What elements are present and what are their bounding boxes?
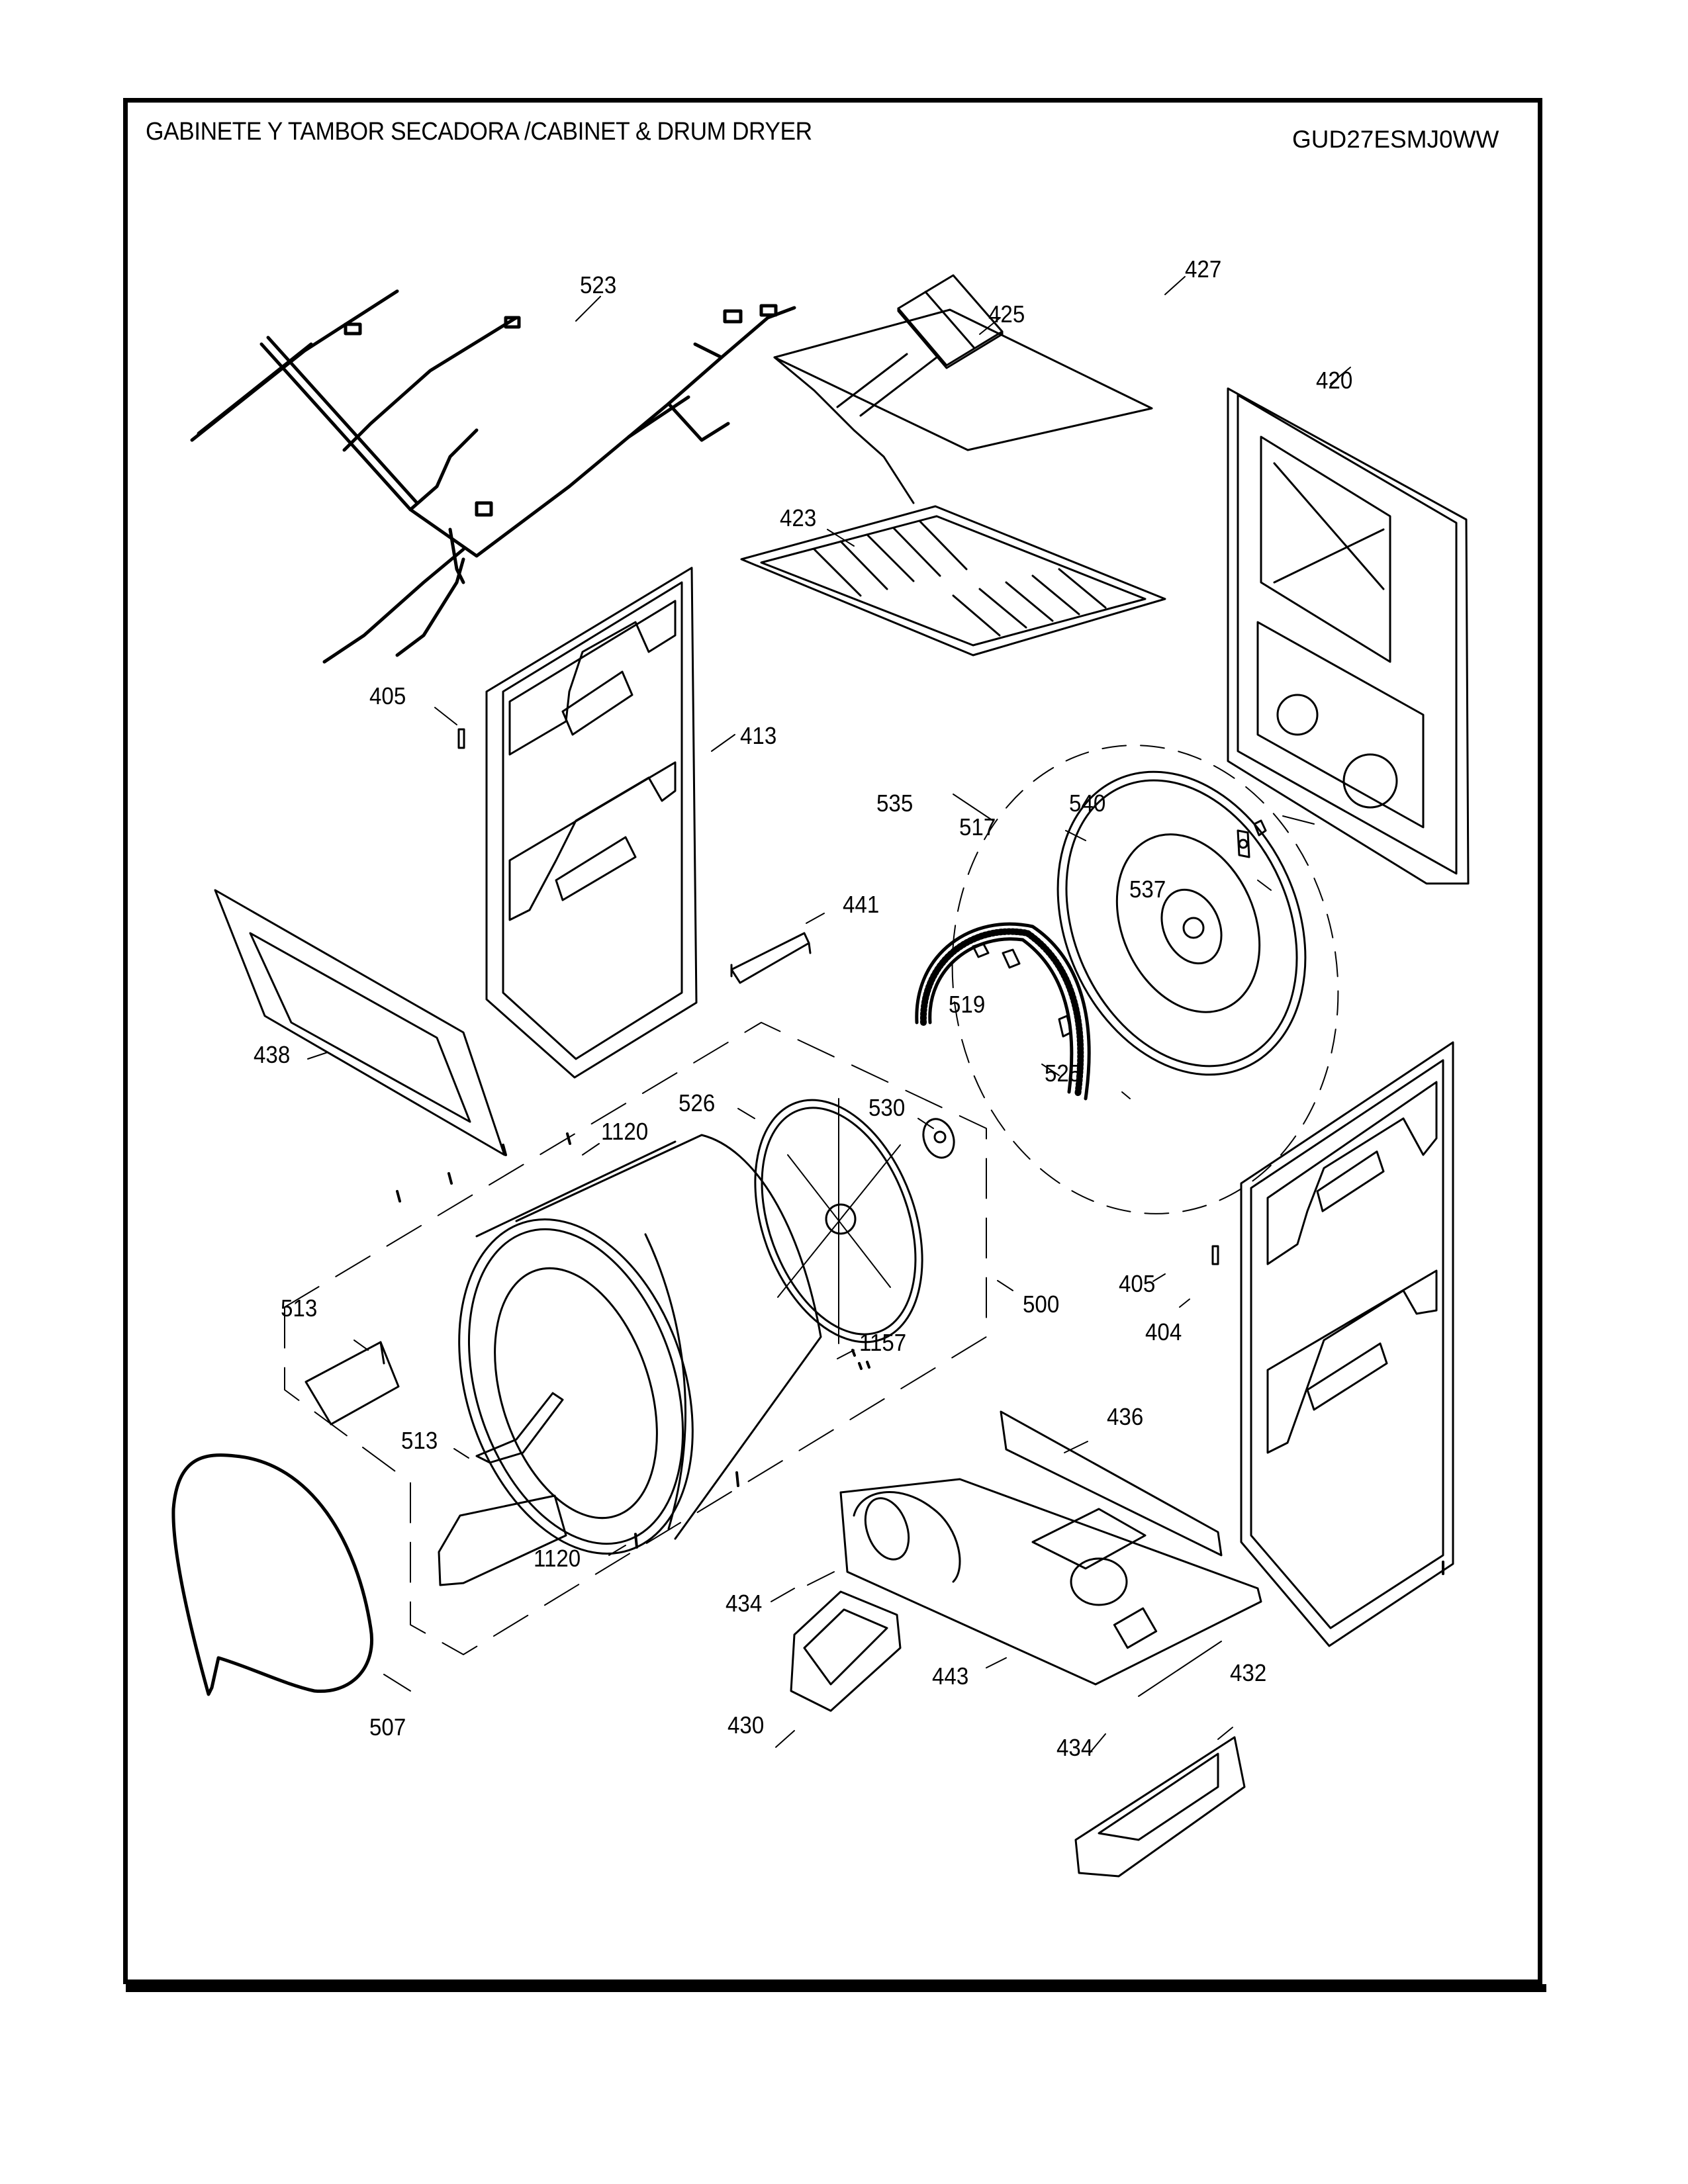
callout-537: 537 bbox=[1129, 876, 1166, 903]
callout-438: 438 bbox=[254, 1041, 291, 1068]
diagram-frame bbox=[123, 98, 1542, 1984]
callout-423: 423 bbox=[780, 504, 817, 531]
control-panel-base-drawing bbox=[214, 889, 506, 1156]
pad-drawing bbox=[897, 274, 1004, 369]
callout-427: 427 bbox=[1185, 255, 1222, 283]
callout-1120-top: 1120 bbox=[601, 1118, 649, 1145]
callout-405-right: 405 bbox=[1119, 1270, 1156, 1297]
thermostat-drawing bbox=[1253, 819, 1267, 837]
baffle-middle-drawing bbox=[475, 1392, 564, 1464]
callout-420: 420 bbox=[1316, 367, 1353, 394]
callout-535: 535 bbox=[876, 790, 914, 817]
callout-413: 413 bbox=[740, 722, 777, 749]
clip-left-drawing bbox=[457, 728, 465, 749]
rear-panel-drawing bbox=[1227, 387, 1470, 885]
side-panel-left-drawing bbox=[485, 567, 698, 1079]
callout-500: 500 bbox=[1023, 1291, 1060, 1318]
callout-517: 517 bbox=[959, 813, 996, 841]
callout-436: 436 bbox=[1107, 1403, 1144, 1430]
top-cover-drawing bbox=[740, 505, 1166, 657]
heater-group-outline bbox=[951, 745, 1339, 1214]
screws-drawing bbox=[396, 1132, 1444, 1575]
leader-lines bbox=[307, 276, 1351, 1754]
thermal-fuse-drawing bbox=[1237, 829, 1250, 858]
frame-shadow bbox=[126, 1984, 1546, 1992]
callout-523: 523 bbox=[580, 271, 617, 298]
baffle-top-drawing bbox=[305, 1341, 400, 1426]
callout-507: 507 bbox=[369, 1713, 406, 1741]
callout-443: 443 bbox=[932, 1662, 969, 1690]
strips-drawing bbox=[807, 1571, 1222, 1697]
rear-toe-panel-drawing bbox=[1000, 1410, 1223, 1557]
callout-519: 519 bbox=[949, 991, 986, 1018]
rear-bulkhead-drawing bbox=[1056, 770, 1307, 1076]
callout-513-middle: 513 bbox=[401, 1427, 438, 1454]
drum-group-outline bbox=[284, 1022, 987, 1655]
top-panel-insulation-drawing bbox=[773, 308, 1153, 504]
side-panel-right-drawing bbox=[1240, 1041, 1454, 1647]
drum-drawing bbox=[458, 1134, 822, 1555]
drum-bearing-drawing bbox=[922, 1118, 955, 1159]
callout-530: 530 bbox=[868, 1094, 906, 1121]
heater-bracket-drawing bbox=[972, 942, 1072, 1038]
front-foot-bracket-drawing bbox=[790, 1590, 902, 1712]
callout-441: 441 bbox=[843, 891, 880, 918]
clip-right-drawing bbox=[1211, 1245, 1219, 1265]
callout-430: 430 bbox=[727, 1711, 765, 1739]
callout-432: 432 bbox=[1230, 1659, 1267, 1686]
diagram-title: GABINETE Y TAMBOR SECADORA /CABINET & DR… bbox=[146, 118, 812, 146]
callout-425: 425 bbox=[988, 300, 1025, 328]
callout-1120-bottom: 1120 bbox=[534, 1545, 581, 1572]
callout-525: 525 bbox=[1045, 1060, 1082, 1087]
drum-rear-screen-drawing bbox=[754, 1098, 923, 1344]
callout-434-right: 434 bbox=[1056, 1734, 1094, 1761]
callout-513-top: 513 bbox=[281, 1295, 318, 1322]
callout-434-left: 434 bbox=[726, 1590, 763, 1617]
drum-seal-drawing bbox=[171, 1453, 373, 1696]
callout-404: 404 bbox=[1145, 1318, 1182, 1345]
rear-foot-bracket-drawing bbox=[1074, 1736, 1246, 1878]
callout-1157: 1157 bbox=[859, 1329, 907, 1356]
base-drawing bbox=[839, 1478, 1262, 1686]
bracket-drawing bbox=[730, 932, 812, 984]
wire-harness-drawing bbox=[190, 289, 796, 664]
callout-405-left: 405 bbox=[369, 682, 406, 709]
baffle-bottom-drawing bbox=[438, 1494, 567, 1586]
callout-540: 540 bbox=[1069, 790, 1106, 817]
callout-526: 526 bbox=[679, 1089, 716, 1116]
model-number: GUD27ESMJ0WW bbox=[1292, 126, 1499, 153]
